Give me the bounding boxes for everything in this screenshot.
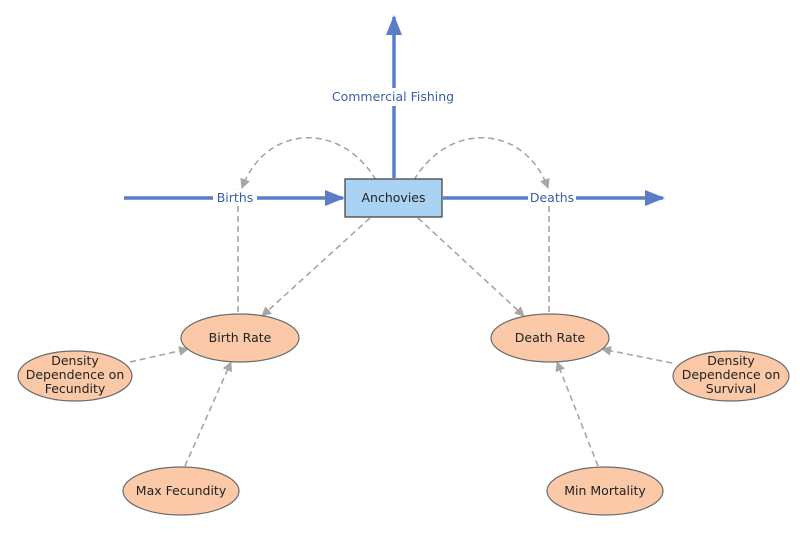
link-fecundity-density-to-birth-rate[interactable] [129, 346, 189, 363]
density-fecundity-label: Density Dependence on Fecundity [25, 353, 125, 396]
min-mortality-label: Min Mortality [564, 483, 646, 498]
variable-death-rate[interactable] [490, 313, 610, 363]
fishing-flow-label: Commercial Fishing [331, 89, 455, 104]
link-anchovies-to-death-rate[interactable] [417, 217, 525, 317]
variable-max-fecundity[interactable] [122, 466, 240, 516]
density-survival-label: Density Dependence on Survival [681, 353, 781, 396]
max-fecundity-label: Max Fecundity [135, 483, 227, 498]
deaths-flow-label: Deaths [529, 190, 575, 205]
variable-density-dependence-fecundity[interactable] [17, 350, 133, 402]
stock-anchovies-label: Anchovies [361, 190, 426, 205]
link-anchovies-to-births[interactable] [240, 136, 377, 189]
death-rate-label: Death Rate [514, 330, 586, 345]
variable-birth-rate[interactable] [180, 313, 300, 363]
fishing-valve [332, 88, 454, 106]
variable-density-dependence-survival[interactable] [672, 350, 790, 402]
births-flow-label: Births [216, 190, 254, 205]
variable-min-mortality[interactable] [546, 466, 664, 516]
link-anchovies-to-birth-rate[interactable] [261, 217, 371, 317]
births-valve [213, 190, 257, 206]
link-min-mortality-to-death-rate[interactable] [555, 361, 599, 467]
deaths-valve [528, 190, 576, 206]
birth-rate-label: Birth Rate [208, 330, 272, 345]
link-max-fecundity-to-birth-rate[interactable] [184, 361, 232, 467]
link-survival-density-to-death-rate[interactable] [601, 345, 673, 364]
stock-anchovies-box[interactable] [344, 178, 443, 218]
link-anchovies-to-deaths[interactable] [413, 136, 550, 189]
